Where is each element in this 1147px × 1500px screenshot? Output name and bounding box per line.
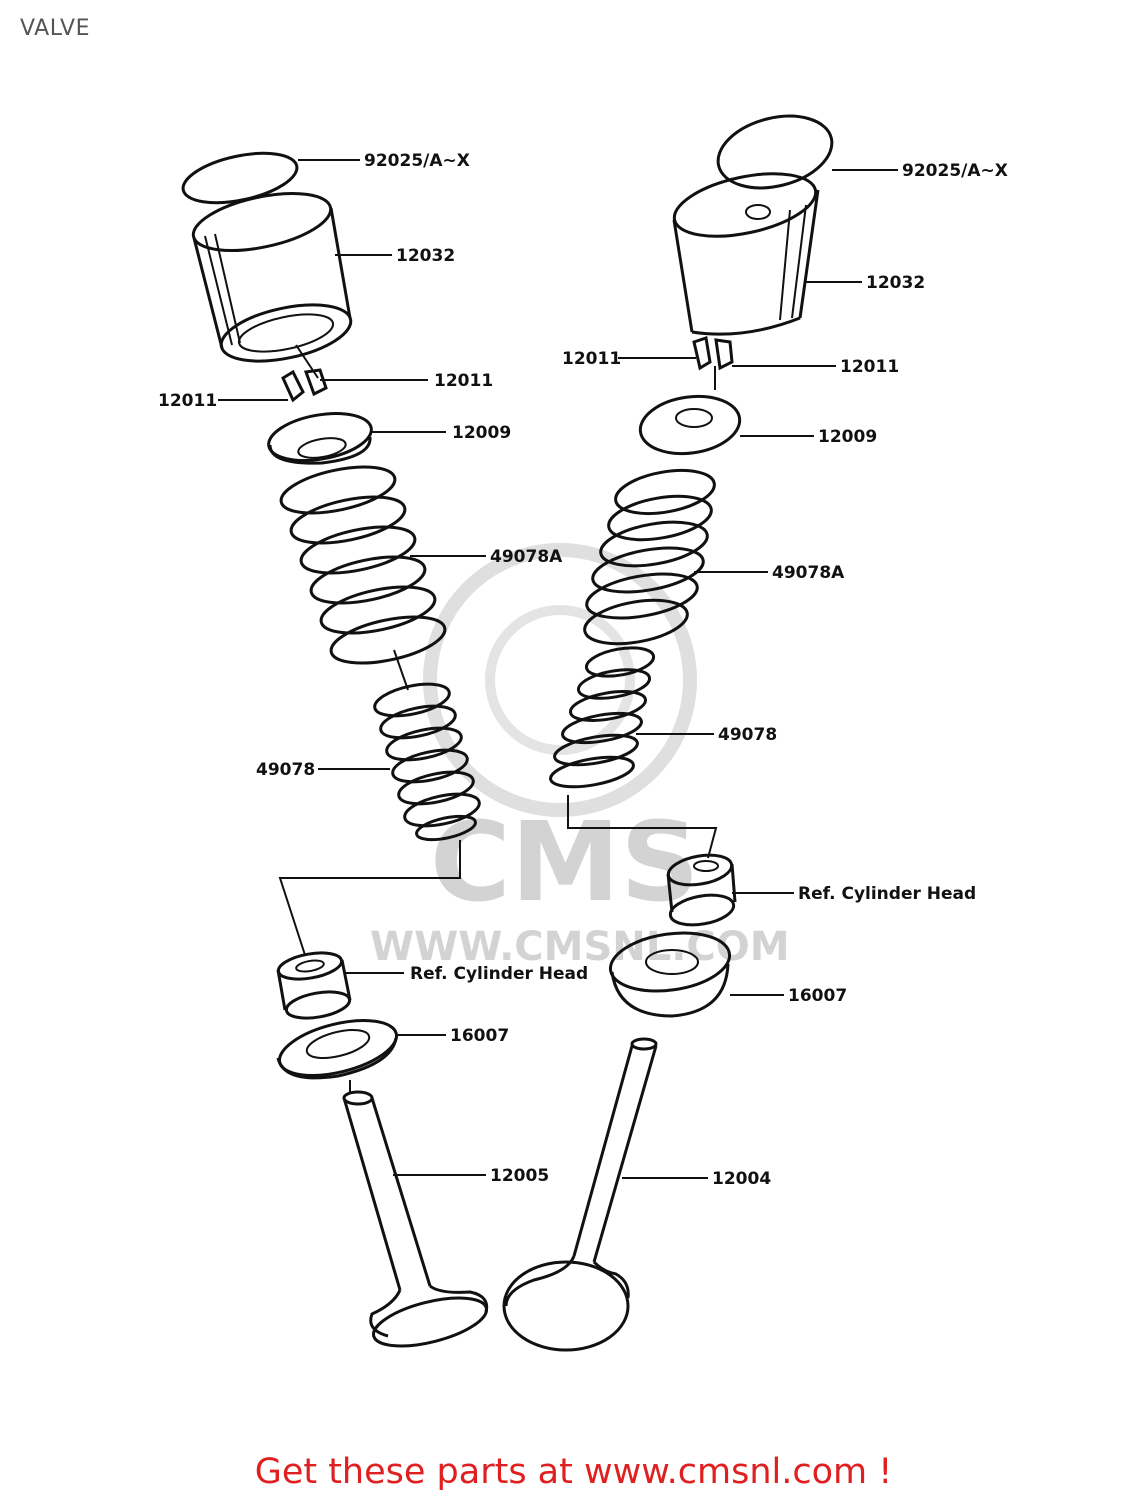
right-retainer bbox=[638, 394, 742, 456]
label-right-outer-spring: 49078A bbox=[772, 563, 845, 583]
left-tappet bbox=[191, 192, 353, 363]
label-right-inner-spring: 49078 bbox=[718, 725, 777, 745]
footer-parts-link[interactable]: Get these parts at www.cmsnl.com ! bbox=[254, 1452, 893, 1492]
left-retainer bbox=[267, 412, 373, 465]
left-seal bbox=[276, 1019, 399, 1080]
right-valve-guide bbox=[666, 853, 737, 927]
label-left-seal: 16007 bbox=[450, 1026, 509, 1046]
left-inner-spring bbox=[373, 682, 481, 842]
label-left-tappet: 12032 bbox=[396, 246, 455, 266]
right-valve bbox=[502, 1037, 658, 1352]
right-cotters bbox=[692, 336, 734, 390]
label-left-ref-head: Ref. Cylinder Head bbox=[410, 964, 588, 984]
left-valve bbox=[342, 1080, 489, 1348]
left-valve-guide bbox=[276, 951, 352, 1020]
label-right-valve: 12004 bbox=[712, 1169, 771, 1189]
right-shim bbox=[716, 114, 834, 190]
label-right-ref-head: Ref. Cylinder Head bbox=[798, 884, 976, 904]
label-right-cotter-right: 12011 bbox=[840, 357, 899, 377]
label-right-seal: 16007 bbox=[788, 986, 847, 1006]
label-left-inner-spring: 49078 bbox=[256, 760, 315, 780]
left-outer-spring bbox=[279, 465, 447, 665]
label-left-shim: 92025/A~X bbox=[364, 151, 470, 171]
page-title: VALVE bbox=[20, 16, 90, 41]
label-right-cotter-left: 12011 bbox=[562, 349, 621, 369]
right-outer-spring bbox=[583, 468, 716, 646]
watermark-url: WWW.CMSNL.COM bbox=[370, 924, 790, 970]
right-tappet bbox=[672, 172, 820, 336]
right-seal bbox=[608, 931, 732, 1018]
label-right-retainer: 12009 bbox=[818, 427, 877, 447]
label-left-outer-spring: 49078A bbox=[490, 547, 563, 567]
label-right-tappet: 12032 bbox=[866, 273, 925, 293]
label-left-valve: 12005 bbox=[490, 1166, 549, 1186]
right-inner-spring bbox=[549, 646, 656, 789]
label-left-cotter-right: 12011 bbox=[434, 371, 493, 391]
label-right-shim: 92025/A~X bbox=[902, 161, 1008, 181]
label-left-cotter-left: 12011 bbox=[158, 391, 217, 411]
left-cotters bbox=[281, 368, 328, 403]
label-left-retainer: 12009 bbox=[452, 423, 511, 443]
